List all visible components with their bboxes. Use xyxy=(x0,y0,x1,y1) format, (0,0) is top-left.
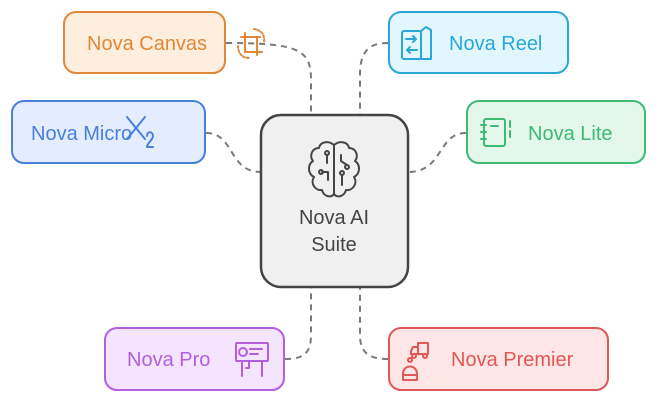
node-label: Nova Lite xyxy=(528,123,613,145)
node-nova-canvas[interactable]: Nova Canvas xyxy=(63,11,266,74)
connector-pro xyxy=(284,287,312,360)
connector-premier xyxy=(359,287,389,360)
connector-canvas xyxy=(225,42,312,115)
node-label: Nova Pro xyxy=(127,349,210,371)
node-label: Nova Micro xyxy=(31,123,132,145)
node-nova-micro[interactable]: Nova Micro xyxy=(11,100,206,164)
transfer-document-icon xyxy=(401,26,432,60)
node-nova-pro[interactable]: Nova Pro xyxy=(104,327,285,391)
node-label: Nova Canvas xyxy=(87,33,207,55)
connector-reel xyxy=(359,42,389,115)
node-nova-reel[interactable]: Nova Reel xyxy=(388,11,569,74)
subscript-icon xyxy=(126,116,154,148)
crop-rotate-icon xyxy=(237,28,266,59)
notebook-icon xyxy=(480,118,511,147)
node-nova-premier[interactable]: Nova Premier xyxy=(388,327,609,391)
center-node[interactable]: Nova AI Suite xyxy=(259,113,410,289)
connector-micro xyxy=(205,132,262,173)
node-nova-lite[interactable]: Nova Lite xyxy=(466,100,646,164)
brain-circuit-icon xyxy=(308,141,360,198)
robot-delivery-icon xyxy=(402,342,429,381)
presentation-icon xyxy=(235,342,269,377)
center-title-line2: Suite xyxy=(311,234,357,256)
node-label: Nova Reel xyxy=(449,33,542,55)
connector-lite xyxy=(407,132,467,173)
center-title-line1: Nova AI xyxy=(299,207,369,229)
node-label: Nova Premier xyxy=(451,349,574,371)
